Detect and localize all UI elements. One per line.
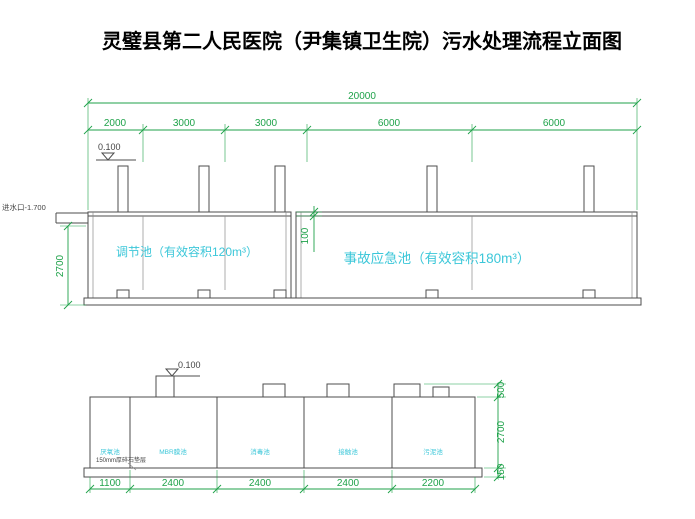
upper-elevation-value: 0.100 — [98, 142, 121, 152]
upper-segment-dim-line — [83, 125, 642, 135]
inlet-pipe — [55, 212, 88, 224]
height-dim-extensions — [424, 383, 506, 478]
slab-dim-value: 100 — [300, 227, 311, 244]
segment-dim-value: 6000 — [378, 118, 401, 129]
upper-elevation-drawing: 20000 2000 3000 3000 6000 6000 0.100 — [2, 91, 642, 310]
upper-dim-extension-lines — [87, 98, 638, 210]
bottom-dim-line — [85, 484, 480, 494]
lower-elevation-drawing: 0.100 厌氧池 MBR膜池 消毒池 接触池 污泥池 150mm厚碎石垫层 1… — [83, 360, 507, 494]
cell-label: 污泥池 — [423, 447, 443, 456]
cell-label: 消毒池 — [250, 447, 270, 456]
elevation-marker-icon: 0.100 — [96, 142, 136, 161]
segment-dim-value: 3000 — [255, 118, 278, 129]
bottom-dim-value: 2200 — [422, 478, 445, 489]
lower-base-slab — [83, 467, 483, 478]
roof-hatch — [262, 383, 286, 398]
segment-dim-value: 2000 — [104, 118, 127, 129]
depth-dim-extensions — [60, 225, 86, 306]
emergency-tank-label: 事故应急池（有效容积180m³） — [344, 250, 531, 266]
height-dim-value: 150 — [496, 463, 507, 480]
bottom-dim-value: 2400 — [337, 478, 360, 489]
roof-hatch — [432, 386, 450, 398]
inlet-label: 进水口-1.700 — [2, 202, 46, 212]
roof-stack — [155, 375, 175, 398]
bottom-dim-value: 2400 — [249, 478, 272, 489]
base-cushion-note: 150mm厚碎石垫层 — [96, 456, 146, 464]
segment-dim-value: 6000 — [543, 118, 566, 129]
cell-label: 厌氧池 — [100, 447, 120, 456]
tank-internal-dividers — [142, 216, 473, 290]
depth-dim-line — [63, 221, 73, 310]
slab-dim-line — [309, 206, 319, 252]
upper-base-slab — [83, 297, 642, 306]
note-leader-line — [127, 462, 137, 471]
tank-wall-inner-lines — [92, 212, 633, 298]
height-dim-value: 2700 — [496, 420, 507, 443]
upper-total-dim-value: 20000 — [348, 91, 376, 102]
lower-elevation-value: 0.100 — [178, 360, 201, 370]
bottom-dim-value: 2400 — [162, 478, 185, 489]
height-dim-value: 500 — [496, 381, 507, 398]
segment-dim-value: 3000 — [173, 118, 196, 129]
process-tank-dividers — [129, 397, 393, 468]
regulation-tank-label: 调节池（有效容积120m³） — [116, 244, 258, 259]
drawing-title: 灵璧县第二人民医院（尹集镇卫生院）污水处理流程立面图 — [102, 29, 622, 53]
depth-dim-value: 2700 — [55, 254, 66, 277]
cell-label: 接触池 — [338, 447, 358, 456]
cell-label: MBR膜池 — [159, 447, 187, 456]
height-dim-line — [493, 379, 503, 482]
elevation-flag-symbol — [96, 152, 136, 161]
bottom-dim-value: 1100 — [99, 478, 121, 489]
roof-hatch — [326, 383, 350, 398]
bottom-dim-extensions — [89, 470, 476, 493]
roof-hatch — [393, 383, 421, 398]
